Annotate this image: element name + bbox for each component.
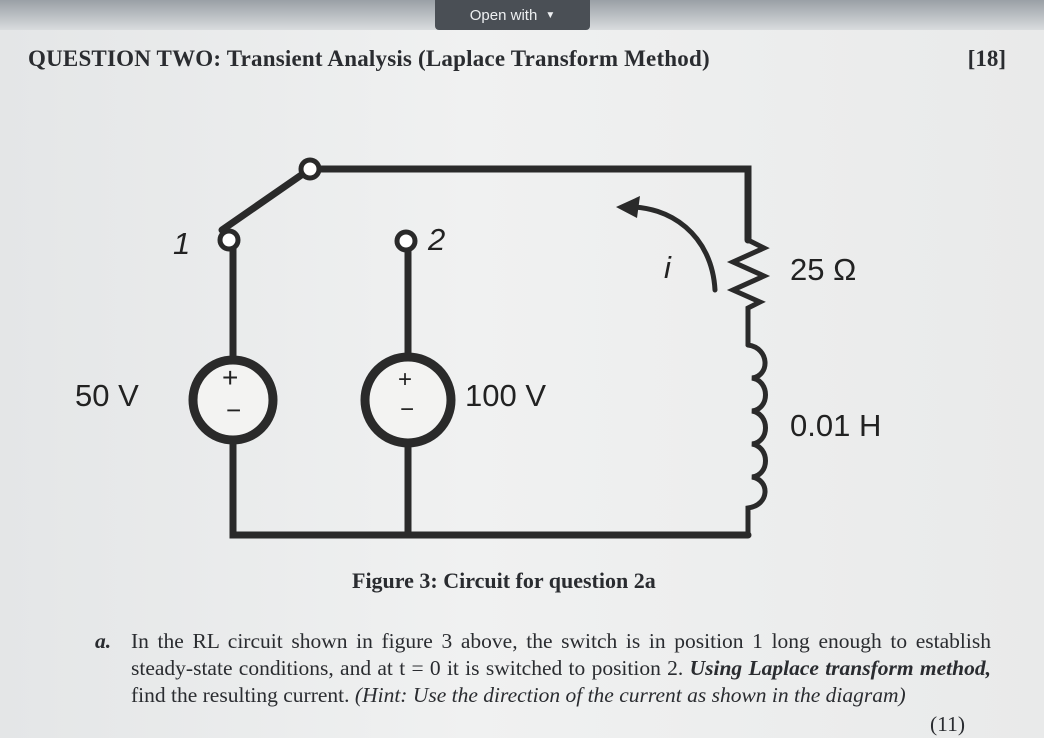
source1-voltage-label: 50 V xyxy=(75,378,139,413)
open-with-button[interactable]: Open with ▼ xyxy=(435,0,590,30)
inductor-symbol xyxy=(745,342,768,538)
part-a-marks: (11) xyxy=(930,712,966,736)
part-a-text-1: In the RL circuit shown in figure 3 abov… xyxy=(131,629,991,680)
resistor-value-label: 25 Ω xyxy=(790,252,857,287)
part-a-letter: a. xyxy=(95,629,112,653)
current-arrow xyxy=(622,204,718,293)
part-a-text-2: find the resulting current. xyxy=(131,683,355,707)
document-page xyxy=(0,30,1044,738)
inductor-value-label: 0.01 H xyxy=(790,408,882,443)
switch-pivot-terminal xyxy=(298,157,322,181)
source2-plus: + xyxy=(398,366,413,393)
source1-plus: + xyxy=(222,362,239,393)
source1-symbol xyxy=(188,355,278,445)
part-a-hint: (Hint: Use the direction of the current … xyxy=(354,683,906,707)
bottom-wire xyxy=(229,436,752,539)
switch-pos2-terminal xyxy=(394,229,418,253)
source1-minus: − xyxy=(226,395,242,425)
source2-symbol xyxy=(360,352,456,448)
question-marks: [18] xyxy=(967,46,1006,71)
part-a-emphasis: Using Laplace transform method, xyxy=(689,656,991,680)
current-label: i xyxy=(664,250,671,285)
switch-position-1-label: 1 xyxy=(173,226,191,261)
current-arrow-head xyxy=(616,196,640,218)
source2-voltage-label: 100 V xyxy=(465,378,547,413)
resistor-symbol xyxy=(726,237,771,348)
switch-pos1-terminal xyxy=(217,228,241,252)
switch-blade xyxy=(218,165,314,234)
top-wire xyxy=(306,165,752,244)
question-heading: QUESTION TWO: Transient Analysis (Laplac… xyxy=(28,46,710,71)
chevron-down-icon: ▼ xyxy=(545,9,556,21)
source2-minus: − xyxy=(400,396,415,423)
open-with-label: Open with xyxy=(469,6,538,24)
figure-caption: Figure 3: Circuit for question 2a xyxy=(352,568,656,593)
part-a-text: In the RL circuit shown in figure 3 abov… xyxy=(131,628,991,709)
switch-position-2-label: 2 xyxy=(428,222,446,257)
